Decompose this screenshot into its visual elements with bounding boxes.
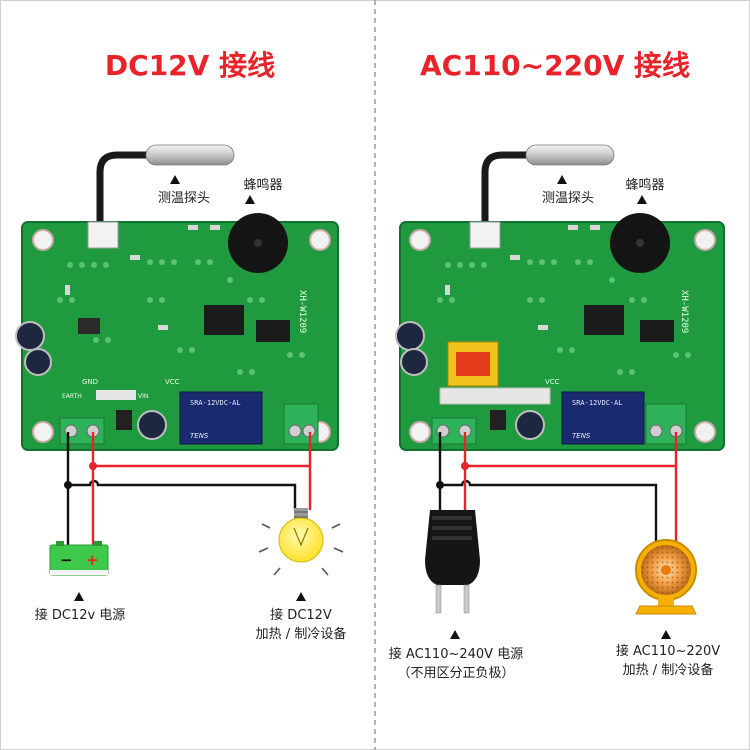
mount-hole [32,229,54,251]
right-probe-pointer-icon [557,175,567,184]
bulb-icon [258,508,344,576]
junction-dot [461,462,469,470]
left-load-terminal [283,403,319,445]
battery-plus: + [86,551,99,569]
junction-dot [64,481,72,489]
right-load-label: 接 AC110~220V 加热 / 制冷设备 [598,642,738,680]
right-load-label-line2: 加热 / 制冷设备 [622,663,714,678]
right-probe [525,144,615,166]
left-relay [179,391,263,445]
right-probe-connector [469,221,501,249]
mount-hole [409,229,431,251]
right-buzzer-label: 蜂鸣器 [625,178,665,193]
right-probe-label: 测温探头 [541,191,594,206]
right-panel: XH-W1209 VCC SRA-12VDC-AL TENS [395,144,725,639]
left-main-chip [204,305,244,335]
left-power-label: 接 DC12v 电源 [34,608,126,623]
mount-hole [309,229,331,251]
right-load-label-line1: 接 AC110~220V [615,644,721,659]
right-relay [561,391,645,445]
right-power-label-line1: 接 AC110~240V 电源 [388,647,524,662]
left-load-label-line2: 加热 / 制冷设备 [255,627,347,642]
left-relay-brand: TENS [190,432,209,440]
left-earth-label: EARTH [62,393,82,400]
battery-pointer-icon [74,592,84,601]
mount-hole [694,229,716,251]
junction-dot [89,462,97,470]
junction-dot [436,481,444,489]
mount-hole [409,421,431,443]
right-power-label-line2: （不用区分正负极） [397,666,515,681]
left-load-label-line1: 接 DC12V [270,608,332,623]
left-vcc-label: VCC [165,378,180,386]
mount-hole [694,421,716,443]
left-capacitor [15,321,45,351]
bulb-pointer-icon [296,592,306,601]
right-load-terminal [645,403,687,445]
heater-pointer-icon [661,630,671,639]
left-buzzer-pointer-icon [245,195,255,204]
right-pcb-pads [437,259,691,375]
mount-hole [32,421,54,443]
left-buzzer-label: 蜂鸣器 [243,178,283,193]
right-capacitor [515,410,545,440]
plug-pointer-icon [450,630,460,639]
battery-minus: − [60,551,73,569]
left-load-label: 接 DC12V 加热 / 制冷设备 [236,606,366,644]
right-relay-text: SRA-12VDC-AL [572,399,623,407]
left-board-code: XH-W1209 [297,290,307,333]
left-probe-label: 测温探头 [157,191,210,206]
left-pcb-pads [57,259,305,375]
right-title: AC110~220V 接线 [420,49,690,82]
right-capacitor [400,348,428,376]
left-gnd-label: GND [82,378,98,386]
right-relay-brand: TENS [572,432,591,440]
left-capacitor [24,348,52,376]
left-driver-chip [256,320,290,342]
screw-icon [288,424,302,438]
right-wires [438,432,678,545]
right-driver-chip [640,320,674,342]
left-probe [145,144,235,166]
right-vcc-label: VCC [545,378,560,386]
left-title: DC12V 接线 [104,49,276,82]
ac-plug-icon [425,510,480,614]
right-main-chip [584,305,624,335]
left-panel: XH-W1209 GND VCC EARTH VIN SRA-12VDC-AL [15,144,344,601]
heater-icon [635,539,697,615]
right-capacitor [395,321,425,351]
right-power-label: 接 AC110~240V 电源 （不用区分正负极） [378,645,534,683]
right-probe-cable [481,151,528,225]
left-probe-pointer-icon [170,175,180,184]
left-vin-label: VIN [138,393,148,400]
left-wires [66,432,312,545]
left-probe-cable [96,151,148,225]
left-capacitor [137,410,167,440]
right-buzzer-pointer-icon [637,195,647,204]
left-relay-text: SRA-12VDC-AL [190,399,241,407]
left-regulator [78,318,100,334]
left-probe-connector [87,221,119,249]
ac-module-board [439,387,551,405]
screw-icon [649,424,663,438]
right-board-code: XH-W1209 [679,290,689,333]
